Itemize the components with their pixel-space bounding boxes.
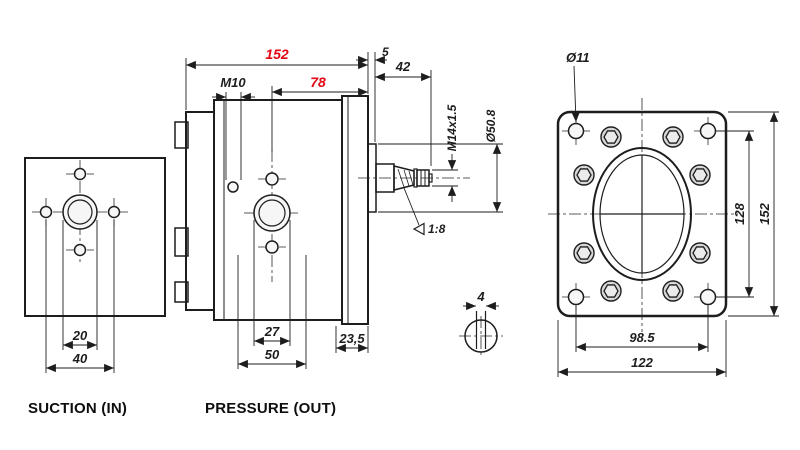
flange-bolt — [662, 126, 684, 148]
mounting-lug — [174, 121, 189, 149]
dim-flange-height: 152 — [757, 202, 772, 224]
mounting-lug — [174, 281, 189, 303]
flange-plate — [556, 110, 728, 318]
pressure-view: 152 5 M10 78 42 M14x1.5 Ø50.8 1:8 — [174, 45, 503, 417]
rear-cover — [185, 111, 215, 311]
dim-total-length: 152 — [265, 46, 289, 62]
dim-taper: 1:8 — [428, 222, 446, 236]
suction-bolt-hole-right — [107, 205, 121, 219]
flange-bolt — [573, 164, 595, 186]
suction-label: SUCTION (IN) — [28, 400, 127, 417]
dim-shaft-length: 42 — [395, 59, 411, 74]
corner-hole — [694, 283, 722, 311]
suction-view: 20 40 SUCTION (IN) — [24, 157, 166, 417]
pressure-bolt-hole-bottom — [265, 240, 279, 254]
dim-suction-bolt-spacing: 40 — [72, 351, 88, 366]
suction-body — [24, 157, 166, 317]
dim-flange-width: 122 — [631, 355, 653, 370]
dim-port-to-face: 78 — [310, 74, 326, 90]
flange-bolt — [600, 280, 622, 302]
dim-hole-diameter: Ø11 — [566, 50, 590, 65]
pressure-label: PRESSURE (OUT) — [205, 400, 336, 417]
dim-bolt-pattern-height: 128 — [732, 202, 747, 224]
dim-shaft-thread: M14x1.5 — [445, 104, 459, 151]
pressure-bolt-hole-top — [265, 172, 279, 186]
dim-bolt-pattern-width: 98.5 — [629, 330, 655, 345]
flange-view: Ø11 128 152 98.5 122 — [548, 50, 779, 377]
dim-flange-thickness: 23,5 — [338, 331, 365, 346]
front-flange — [341, 95, 369, 325]
flange-bolt — [689, 164, 711, 186]
flange-bolt — [573, 242, 595, 264]
dim-thread: M10 — [220, 75, 246, 90]
dim-spigot-diameter: Ø50.8 — [484, 109, 498, 142]
flange-bolt — [689, 242, 711, 264]
mounting-lug — [174, 227, 189, 257]
gear-housing-oval — [592, 147, 692, 281]
pressure-dimensions: 152 5 M10 78 42 M14x1.5 Ø50.8 1:8 — [185, 45, 503, 369]
suction-bolt-hole-bottom — [73, 243, 87, 257]
m10-threaded-hole — [227, 181, 239, 193]
shaft-cross-section — [464, 319, 498, 353]
dim-key-width: 4 — [476, 289, 485, 304]
suction-dimensions: 20 40 — [45, 220, 115, 373]
corner-hole — [562, 283, 590, 311]
taper-symbol — [412, 222, 425, 236]
flange-bolt — [662, 280, 684, 302]
dim-spigot-depth: 5 — [382, 45, 389, 59]
dim-port-bolt-spacing: 50 — [265, 347, 280, 362]
flange-dimensions: Ø11 128 152 98.5 122 — [557, 50, 779, 377]
flange-bolt — [600, 126, 622, 148]
shaft-key-detail: 4 — [459, 289, 503, 358]
dim-suction-bore: 20 — [72, 328, 88, 343]
suction-bolt-hole-top — [73, 167, 87, 181]
dim-port-bore: 27 — [264, 324, 280, 339]
suction-bolt-hole-left — [39, 205, 53, 219]
